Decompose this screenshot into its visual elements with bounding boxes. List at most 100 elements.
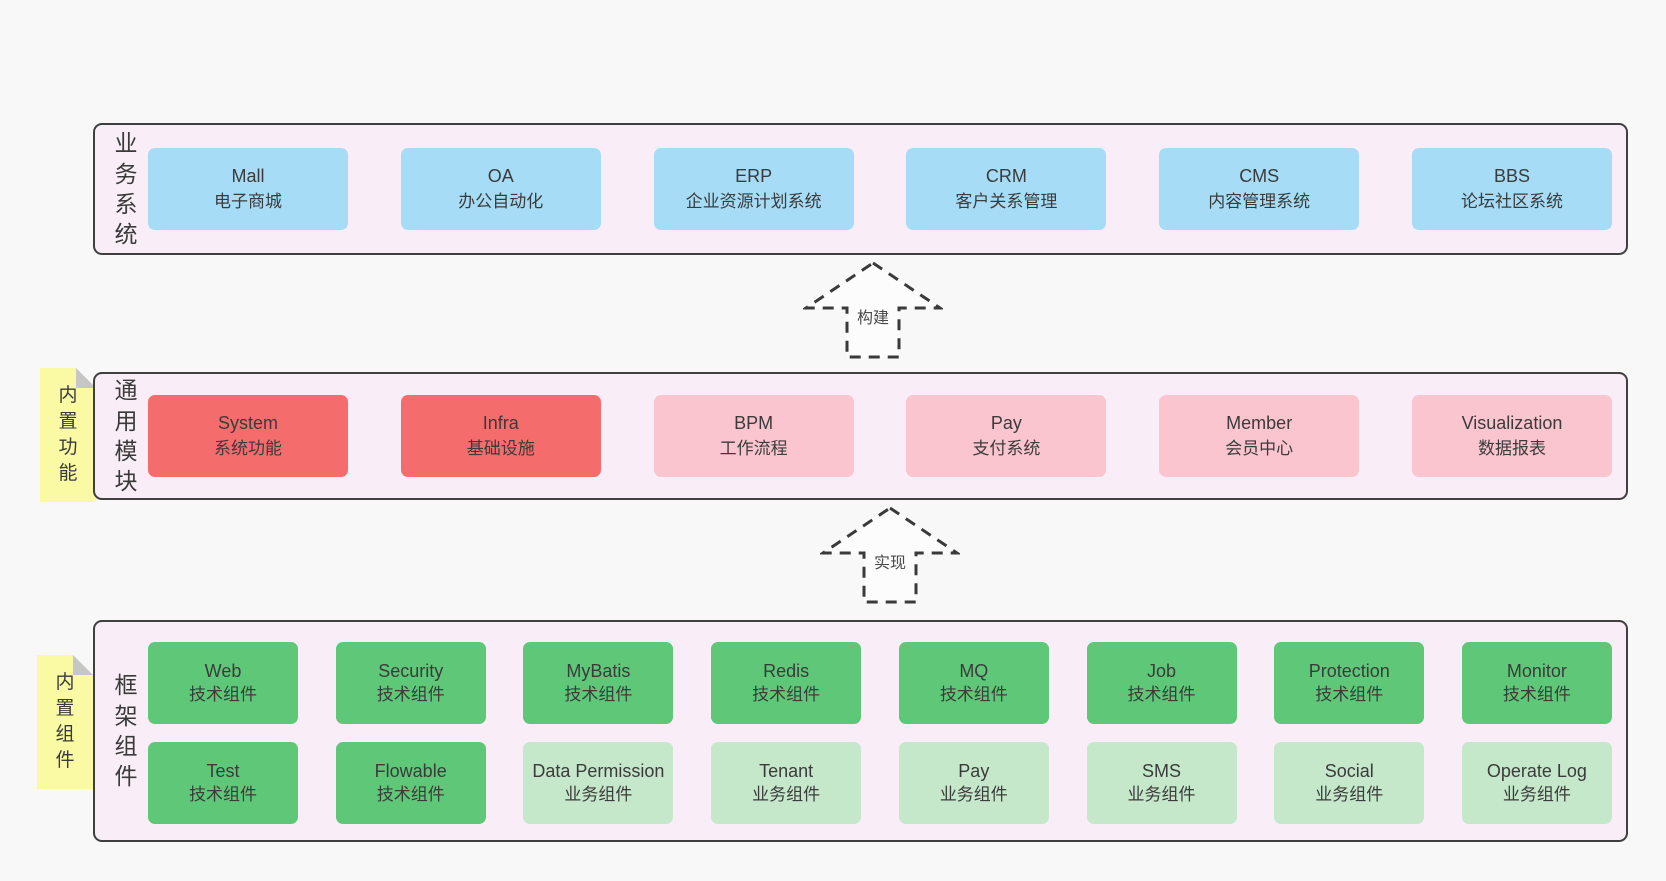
node-title: Tenant — [759, 760, 814, 781]
node-title: Operate Log — [1486, 760, 1587, 781]
layer-framework-components: 框架组件 Web 技术组件 Security 技术组件 MyBatis 技术组件… — [93, 620, 1628, 842]
framework-components-row-1: Web 技术组件 Security 技术组件 MyBatis 技术组件 Redi… — [148, 642, 1612, 724]
node-protection: Protection 技术组件 — [1274, 642, 1425, 724]
node-subtitle: 业务组件 — [564, 784, 633, 804]
node-visualization: Visualization 数据报表 — [1411, 395, 1612, 477]
arrow-implement: 实现 — [820, 505, 960, 605]
node-test: Test 技术组件 — [148, 742, 298, 824]
node-sms: SMS 业务组件 — [1086, 742, 1237, 824]
node-title: SMS — [1142, 760, 1182, 781]
node-mq: MQ 技术组件 — [898, 642, 1049, 724]
node-subtitle: 业务组件 — [752, 784, 821, 804]
node-title: Flowable — [374, 760, 447, 781]
node-title: Social — [1324, 760, 1374, 781]
node-data-permission: Data Permission 业务组件 — [523, 742, 674, 824]
layer-side-label-text: 通用模块 — [114, 377, 138, 495]
node-subtitle: 技术组件 — [1502, 684, 1571, 704]
folded-corner-icon — [73, 655, 93, 675]
arrow-build: 构建 — [803, 260, 943, 360]
node-title: Visualization — [1461, 413, 1563, 434]
node-title: Redis — [763, 660, 810, 681]
layer-side-label-text: 业务系统 — [114, 130, 138, 248]
node-title: Protection — [1308, 660, 1390, 681]
node-bbs: BBS 论坛社区系统 — [1411, 148, 1612, 230]
node-social: Social 业务组件 — [1274, 742, 1425, 824]
node-subtitle: 业务组件 — [939, 784, 1008, 804]
layer-common-modules: 通用模块 System 系统功能 Infra 基础设施 BPM 工作流程 Pay… — [93, 372, 1628, 500]
sticky-note-built-in-features: 内置功能 — [40, 368, 96, 502]
node-subtitle: 工作流程 — [719, 438, 788, 458]
framework-components-row-2: Test 技术组件 Flowable 技术组件 Data Permission … — [148, 742, 1612, 824]
node-flowable: Flowable 技术组件 — [335, 742, 486, 824]
node-subtitle: 业务组件 — [1315, 784, 1384, 804]
node-title: CRM — [985, 166, 1027, 187]
node-pay-system: Pay 支付系统 — [906, 395, 1107, 477]
node-mall: Mall 电子商城 — [148, 148, 348, 230]
node-subtitle: 会员中心 — [1225, 438, 1294, 458]
node-web: Web 技术组件 — [148, 642, 298, 724]
node-subtitle: 技术组件 — [189, 784, 257, 804]
node-title: MyBatis — [566, 660, 631, 681]
node-title: ERP — [735, 166, 773, 187]
node-title: MQ — [959, 660, 989, 681]
node-tenant: Tenant 业务组件 — [711, 742, 862, 824]
node-subtitle: 办公自动化 — [458, 191, 544, 211]
node-title: Monitor — [1506, 660, 1567, 681]
node-mybatis: MyBatis 技术组件 — [523, 642, 674, 724]
node-subtitle: 业务组件 — [1127, 784, 1196, 804]
node-subtitle: 支付系统 — [972, 438, 1041, 458]
layer-side-label: 业务系统 — [109, 125, 143, 253]
node-security: Security 技术组件 — [335, 642, 486, 724]
node-subtitle: 技术组件 — [752, 684, 821, 704]
node-title: Security — [378, 660, 444, 681]
node-subtitle: 内容管理系统 — [1208, 191, 1311, 211]
node-subtitle: 技术组件 — [1127, 684, 1196, 704]
node-subtitle: 电子商城 — [214, 191, 282, 211]
node-subtitle: 客户关系管理 — [955, 191, 1058, 211]
node-title: Pay — [958, 760, 990, 781]
node-title: Web — [204, 660, 242, 681]
common-modules-row: System 系统功能 Infra 基础设施 BPM 工作流程 Pay 支付系统… — [148, 395, 1612, 477]
node-title: Infra — [482, 413, 519, 434]
node-subtitle: 论坛社区系统 — [1460, 191, 1563, 211]
node-subtitle: 基础设施 — [466, 438, 535, 458]
node-subtitle: 技术组件 — [1315, 684, 1384, 704]
sticky-note-label: 内置组件 — [55, 671, 75, 772]
node-cms: CMS 内容管理系统 — [1159, 148, 1360, 230]
node-redis: Redis 技术组件 — [711, 642, 862, 724]
layer-side-label-text: 框架组件 — [114, 672, 138, 790]
node-title: Test — [206, 760, 240, 781]
node-title: System — [217, 413, 278, 434]
node-subtitle: 技术组件 — [376, 784, 445, 804]
business-systems-row: Mall 电子商城 OA 办公自动化 ERP 企业资源计划系统 CRM 客户关系… — [148, 148, 1612, 230]
node-subtitle: 技术组件 — [564, 684, 633, 704]
arrow-label: 实现 — [871, 549, 909, 573]
node-title: Mall — [231, 166, 265, 187]
node-subtitle: 数据报表 — [1477, 438, 1546, 458]
node-pay-component: Pay 业务组件 — [898, 742, 1049, 824]
node-member: Member 会员中心 — [1159, 395, 1360, 477]
node-subtitle: 技术组件 — [376, 684, 445, 704]
node-title: BPM — [734, 413, 774, 434]
node-subtitle: 业务组件 — [1502, 784, 1571, 804]
node-title: Pay — [990, 413, 1022, 434]
node-erp: ERP 企业资源计划系统 — [653, 148, 854, 230]
sticky-note-built-in-components: 内置组件 — [37, 655, 93, 789]
node-bpm: BPM 工作流程 — [653, 395, 854, 477]
sticky-note-label: 内置功能 — [58, 384, 78, 485]
node-title: Member — [1226, 413, 1293, 434]
node-title: BBS — [1493, 166, 1530, 187]
node-subtitle: 系统功能 — [214, 438, 282, 458]
arrow-label: 构建 — [854, 304, 892, 328]
node-crm: CRM 客户关系管理 — [906, 148, 1107, 230]
layer-side-label: 通用模块 — [109, 374, 143, 498]
layer-business-systems: 业务系统 Mall 电子商城 OA 办公自动化 ERP 企业资源计划系统 CRM… — [93, 123, 1628, 255]
node-title: OA — [487, 166, 514, 187]
node-subtitle: 企业资源计划系统 — [685, 191, 822, 211]
node-monitor: Monitor 技术组件 — [1461, 642, 1612, 724]
node-system: System 系统功能 — [148, 395, 348, 477]
node-subtitle: 技术组件 — [189, 684, 257, 704]
node-job: Job 技术组件 — [1086, 642, 1237, 724]
node-subtitle: 技术组件 — [939, 684, 1008, 704]
